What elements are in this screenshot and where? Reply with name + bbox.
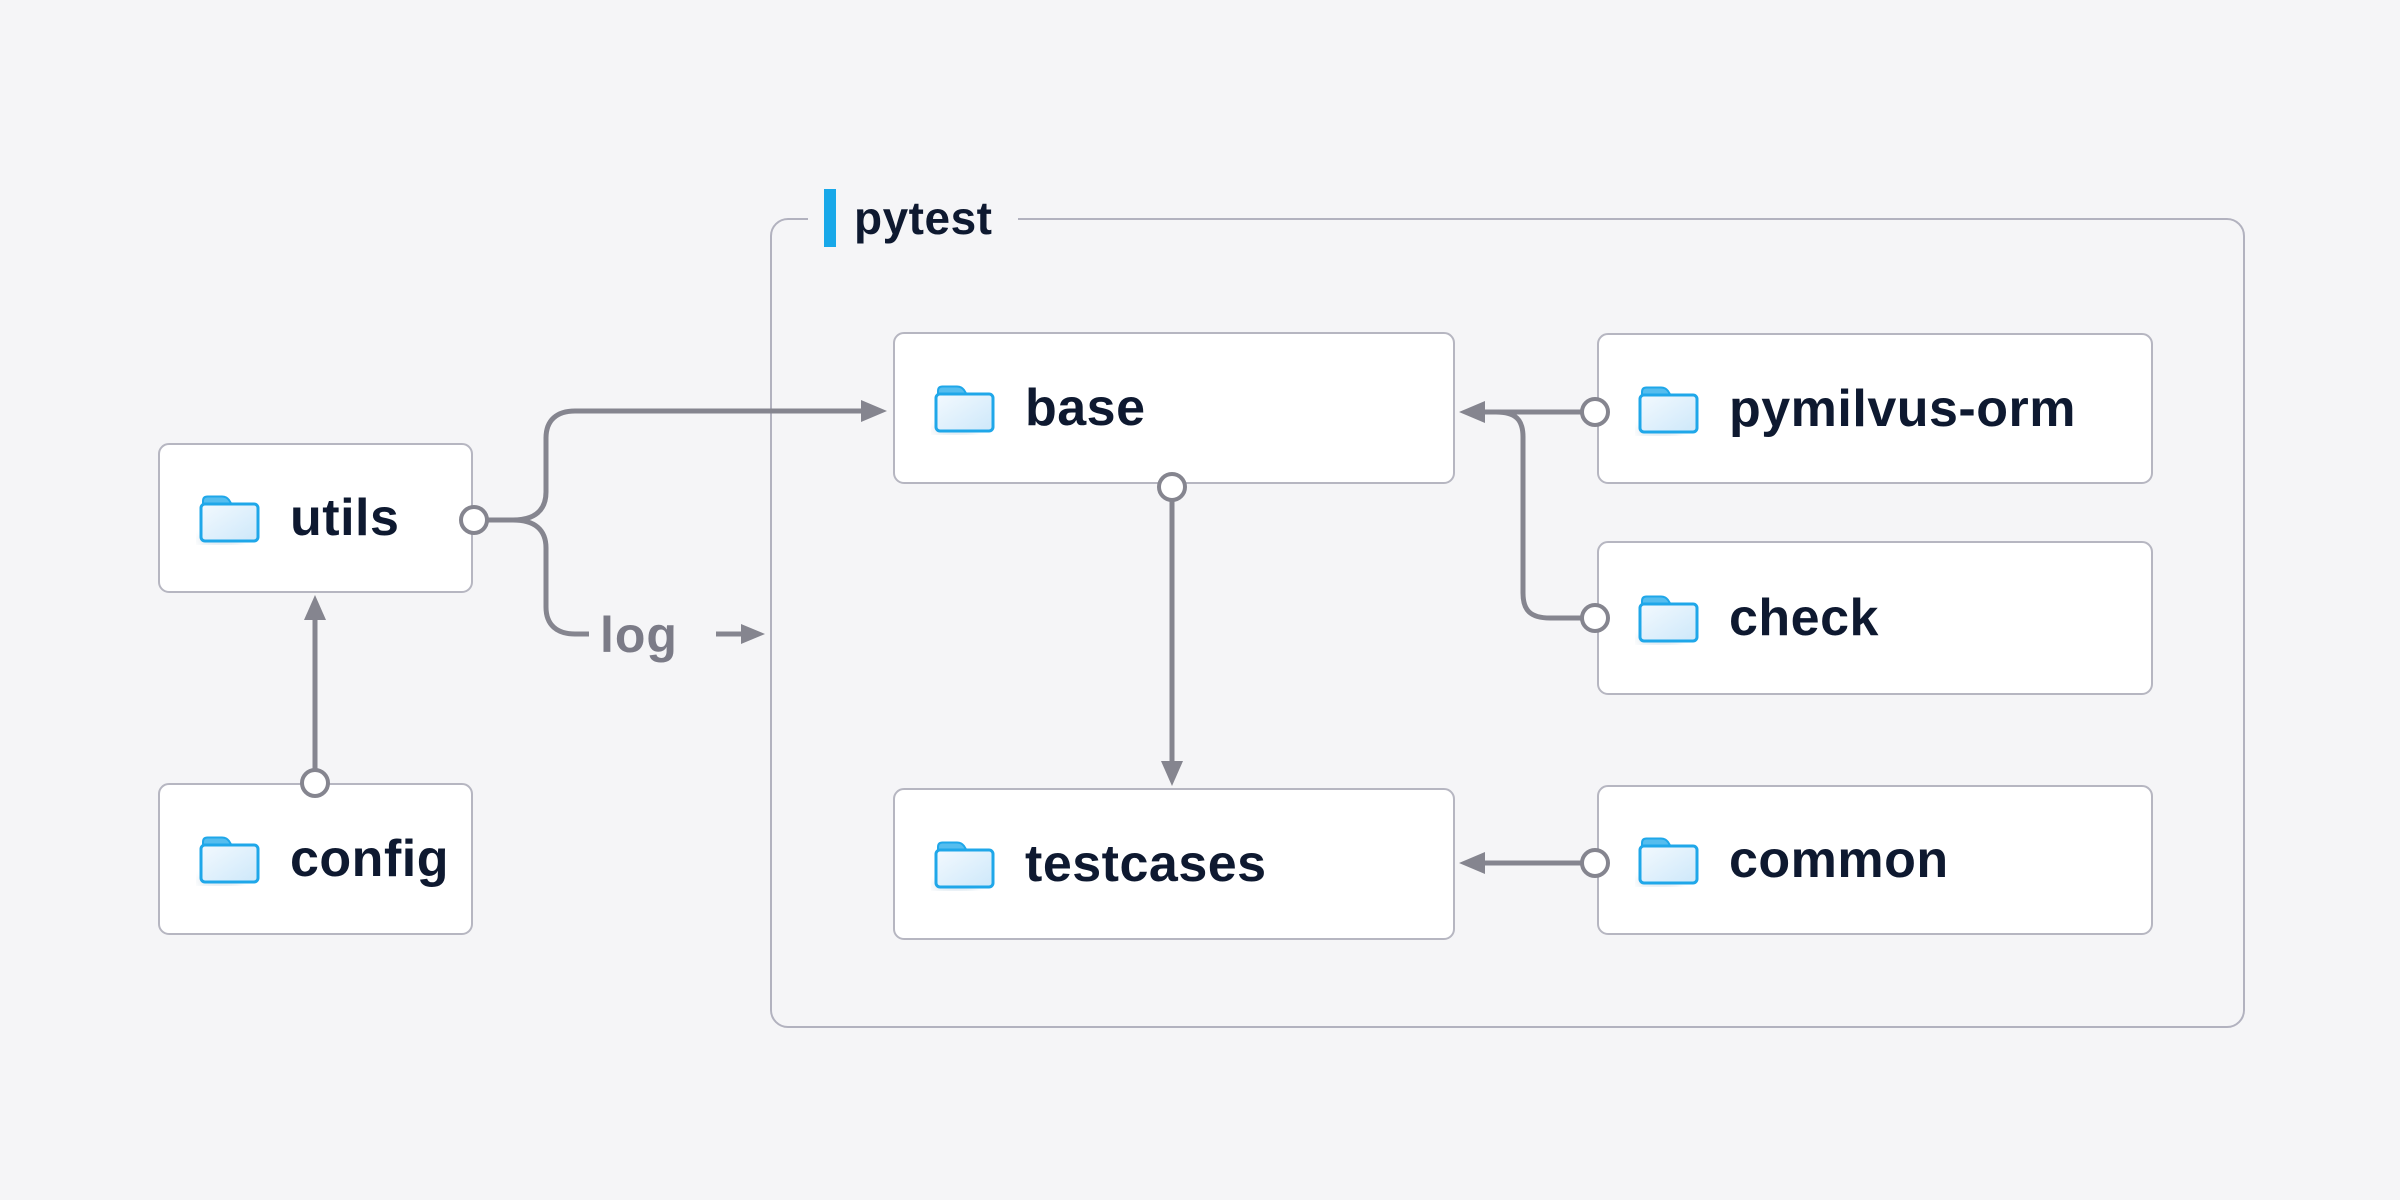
node-label: common: [1729, 831, 1949, 889]
node-check: check: [1597, 541, 2153, 695]
edge-label-log: log: [600, 607, 678, 663]
node-testcases: testcases: [893, 788, 1455, 940]
node-label: config: [290, 830, 449, 888]
folder-icon: [196, 491, 262, 545]
node-base: base: [893, 332, 1455, 484]
node-label: base: [1025, 379, 1146, 437]
pytest-group: [770, 218, 2245, 1028]
node-label: check: [1729, 589, 1879, 647]
pytest-group-title: pytest: [854, 192, 993, 244]
node-label: pymilvus-orm: [1729, 379, 2076, 438]
folder-icon: [196, 832, 262, 886]
node-config: config: [158, 783, 473, 935]
arrowhead-into-utils: [304, 595, 326, 620]
folder-icon: [1635, 833, 1701, 887]
arrowhead-log: [741, 624, 765, 644]
folder-icon: [931, 837, 997, 891]
node-pymilvus-orm: pymilvus-orm: [1597, 333, 2153, 484]
node-common: common: [1597, 785, 2153, 935]
accent-bar: [824, 189, 836, 247]
node-label: testcases: [1025, 835, 1267, 893]
pytest-group-label: pytest: [808, 188, 1019, 248]
folder-icon: [931, 381, 997, 435]
folder-icon: [1635, 591, 1701, 645]
edge-utils-log: [512, 517, 589, 637]
folder-icon: [1635, 382, 1701, 436]
node-utils: utils: [158, 443, 473, 593]
node-label: utils: [290, 489, 400, 547]
